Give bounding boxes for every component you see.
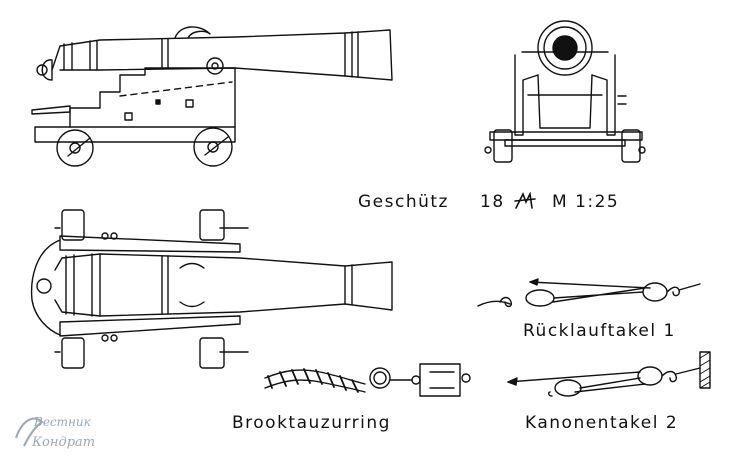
front-view-cannon xyxy=(484,20,646,163)
brooktauzurring-diagram xyxy=(264,363,471,397)
rucklauftakel-diagram xyxy=(477,278,701,308)
pound-mark-icon xyxy=(513,191,536,209)
brook-ring xyxy=(369,367,391,389)
top-rear-wheel-lower xyxy=(61,337,85,369)
top-front-wheel-upper xyxy=(199,209,225,241)
front-left-wheel xyxy=(493,129,513,163)
front-muzzle xyxy=(537,20,593,76)
kanon-wall xyxy=(699,351,711,389)
label-rucklauftakel: Rücklauftakel 1 xyxy=(523,321,676,341)
kanon-block-right xyxy=(637,366,663,386)
side-carriage-cheek xyxy=(69,67,236,128)
top-carriage-cheek-lower xyxy=(59,315,241,337)
watermark-line2: Кондрат xyxy=(31,435,95,450)
top-front-wheel-lower xyxy=(199,337,225,369)
top-view-cannon xyxy=(30,209,393,369)
kanonentakel-diagram xyxy=(507,351,711,397)
caliber-number: 18 xyxy=(480,192,505,212)
side-view-cannon xyxy=(31,26,393,167)
label-kanonentakel: Kanonentakel 2 xyxy=(525,413,679,433)
kanon-block-left xyxy=(554,379,582,397)
drawing-title-geschutz: Geschütz xyxy=(358,192,449,212)
side-carriage-bed xyxy=(34,126,236,143)
top-carriage-cheek-upper xyxy=(59,235,241,253)
drawing-title-caliber: 18 xyxy=(480,191,536,212)
brook-plate xyxy=(419,363,461,397)
top-barrel xyxy=(54,253,393,317)
top-rear-wheel-upper xyxy=(61,209,85,241)
ruck-block-right xyxy=(642,282,668,302)
label-brooktauzurring: Brooktauzurring xyxy=(232,413,391,433)
side-barrel xyxy=(51,29,393,81)
front-right-wheel xyxy=(621,129,641,163)
side-rear-wheel xyxy=(56,129,94,167)
watermark-line1: Вестник xyxy=(33,415,92,429)
ruck-block-left xyxy=(525,289,555,307)
drawing-title-scale: M 1:25 xyxy=(552,192,620,212)
watermark-logo: Вестник Кондрат xyxy=(15,415,95,450)
side-front-wheel xyxy=(193,127,233,167)
